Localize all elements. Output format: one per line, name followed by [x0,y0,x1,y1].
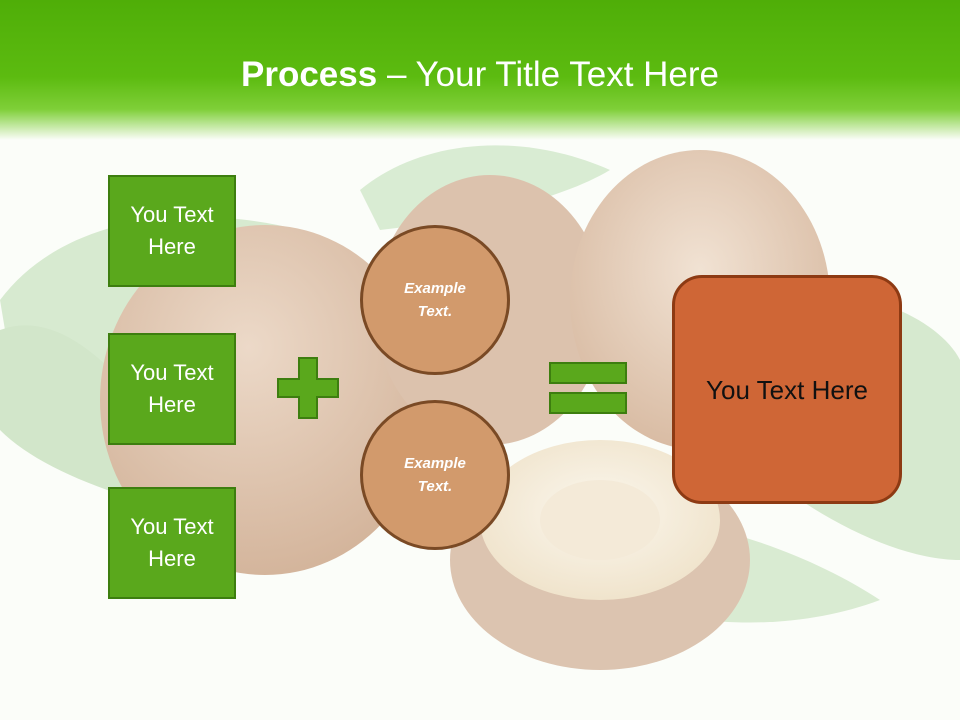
input-box-label: You Text Here [130,202,214,259]
circle-label: Example Text. [404,280,466,320]
input-box-label: You Text Here [130,360,214,417]
title-rest: – Your Title Text Here [377,55,719,94]
input-box-2: You Text Here [108,333,236,445]
title-bold: Process [241,55,378,94]
result-box: You Text Here [672,275,902,504]
result-label: You Text Here [706,374,868,405]
example-circle-2: Example Text. [360,400,510,550]
page-title: Process – Your Title Text Here [0,50,960,100]
header-band [0,0,960,140]
example-circle-1: Example Text. [360,225,510,375]
circle-label: Example Text. [404,455,466,495]
input-box-label: You Text Here [130,514,214,571]
input-box-3: You Text Here [108,487,236,599]
equals-icon [549,362,627,414]
plus-icon [277,357,339,419]
input-box-1: You Text Here [108,175,236,287]
